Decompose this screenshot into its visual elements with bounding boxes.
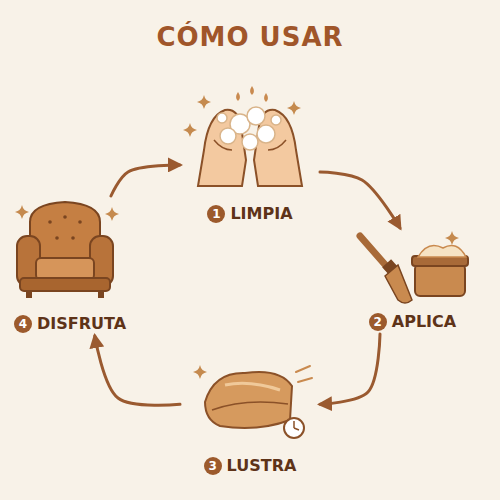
step-label: 1 LIMPIA <box>207 204 292 223</box>
step-number: 4 <box>14 315 32 333</box>
step-word: LUSTRA <box>227 456 297 475</box>
step-node: 1 LIMPIA <box>180 84 320 226</box>
armchair-icon <box>15 202 119 298</box>
step-node: 3 LUSTRA <box>180 344 320 478</box>
cycle-arrow <box>320 172 400 228</box>
hands-icon <box>183 86 302 186</box>
step-number: 2 <box>369 313 387 331</box>
step-node: 4 DISFRUTA <box>8 196 132 336</box>
step-label: 2 APLICA <box>369 312 456 331</box>
brush-jar-icon <box>360 231 468 303</box>
cloth-icon <box>193 365 312 438</box>
cycle-arrow <box>111 165 180 196</box>
step-number: 3 <box>204 457 222 475</box>
cycle-arrow <box>320 334 380 404</box>
step-word: DISFRUTA <box>37 314 126 333</box>
step-word: LIMPIA <box>230 204 292 223</box>
step-word: APLICA <box>392 312 456 331</box>
step-label: 3 LUSTRA <box>204 456 297 475</box>
title: CÓMO USAR <box>0 22 500 52</box>
step-number: 1 <box>207 205 225 223</box>
step-node: 2 APLICA <box>350 228 475 334</box>
step-label: 4 DISFRUTA <box>14 314 126 333</box>
cycle-arrow <box>95 336 180 405</box>
